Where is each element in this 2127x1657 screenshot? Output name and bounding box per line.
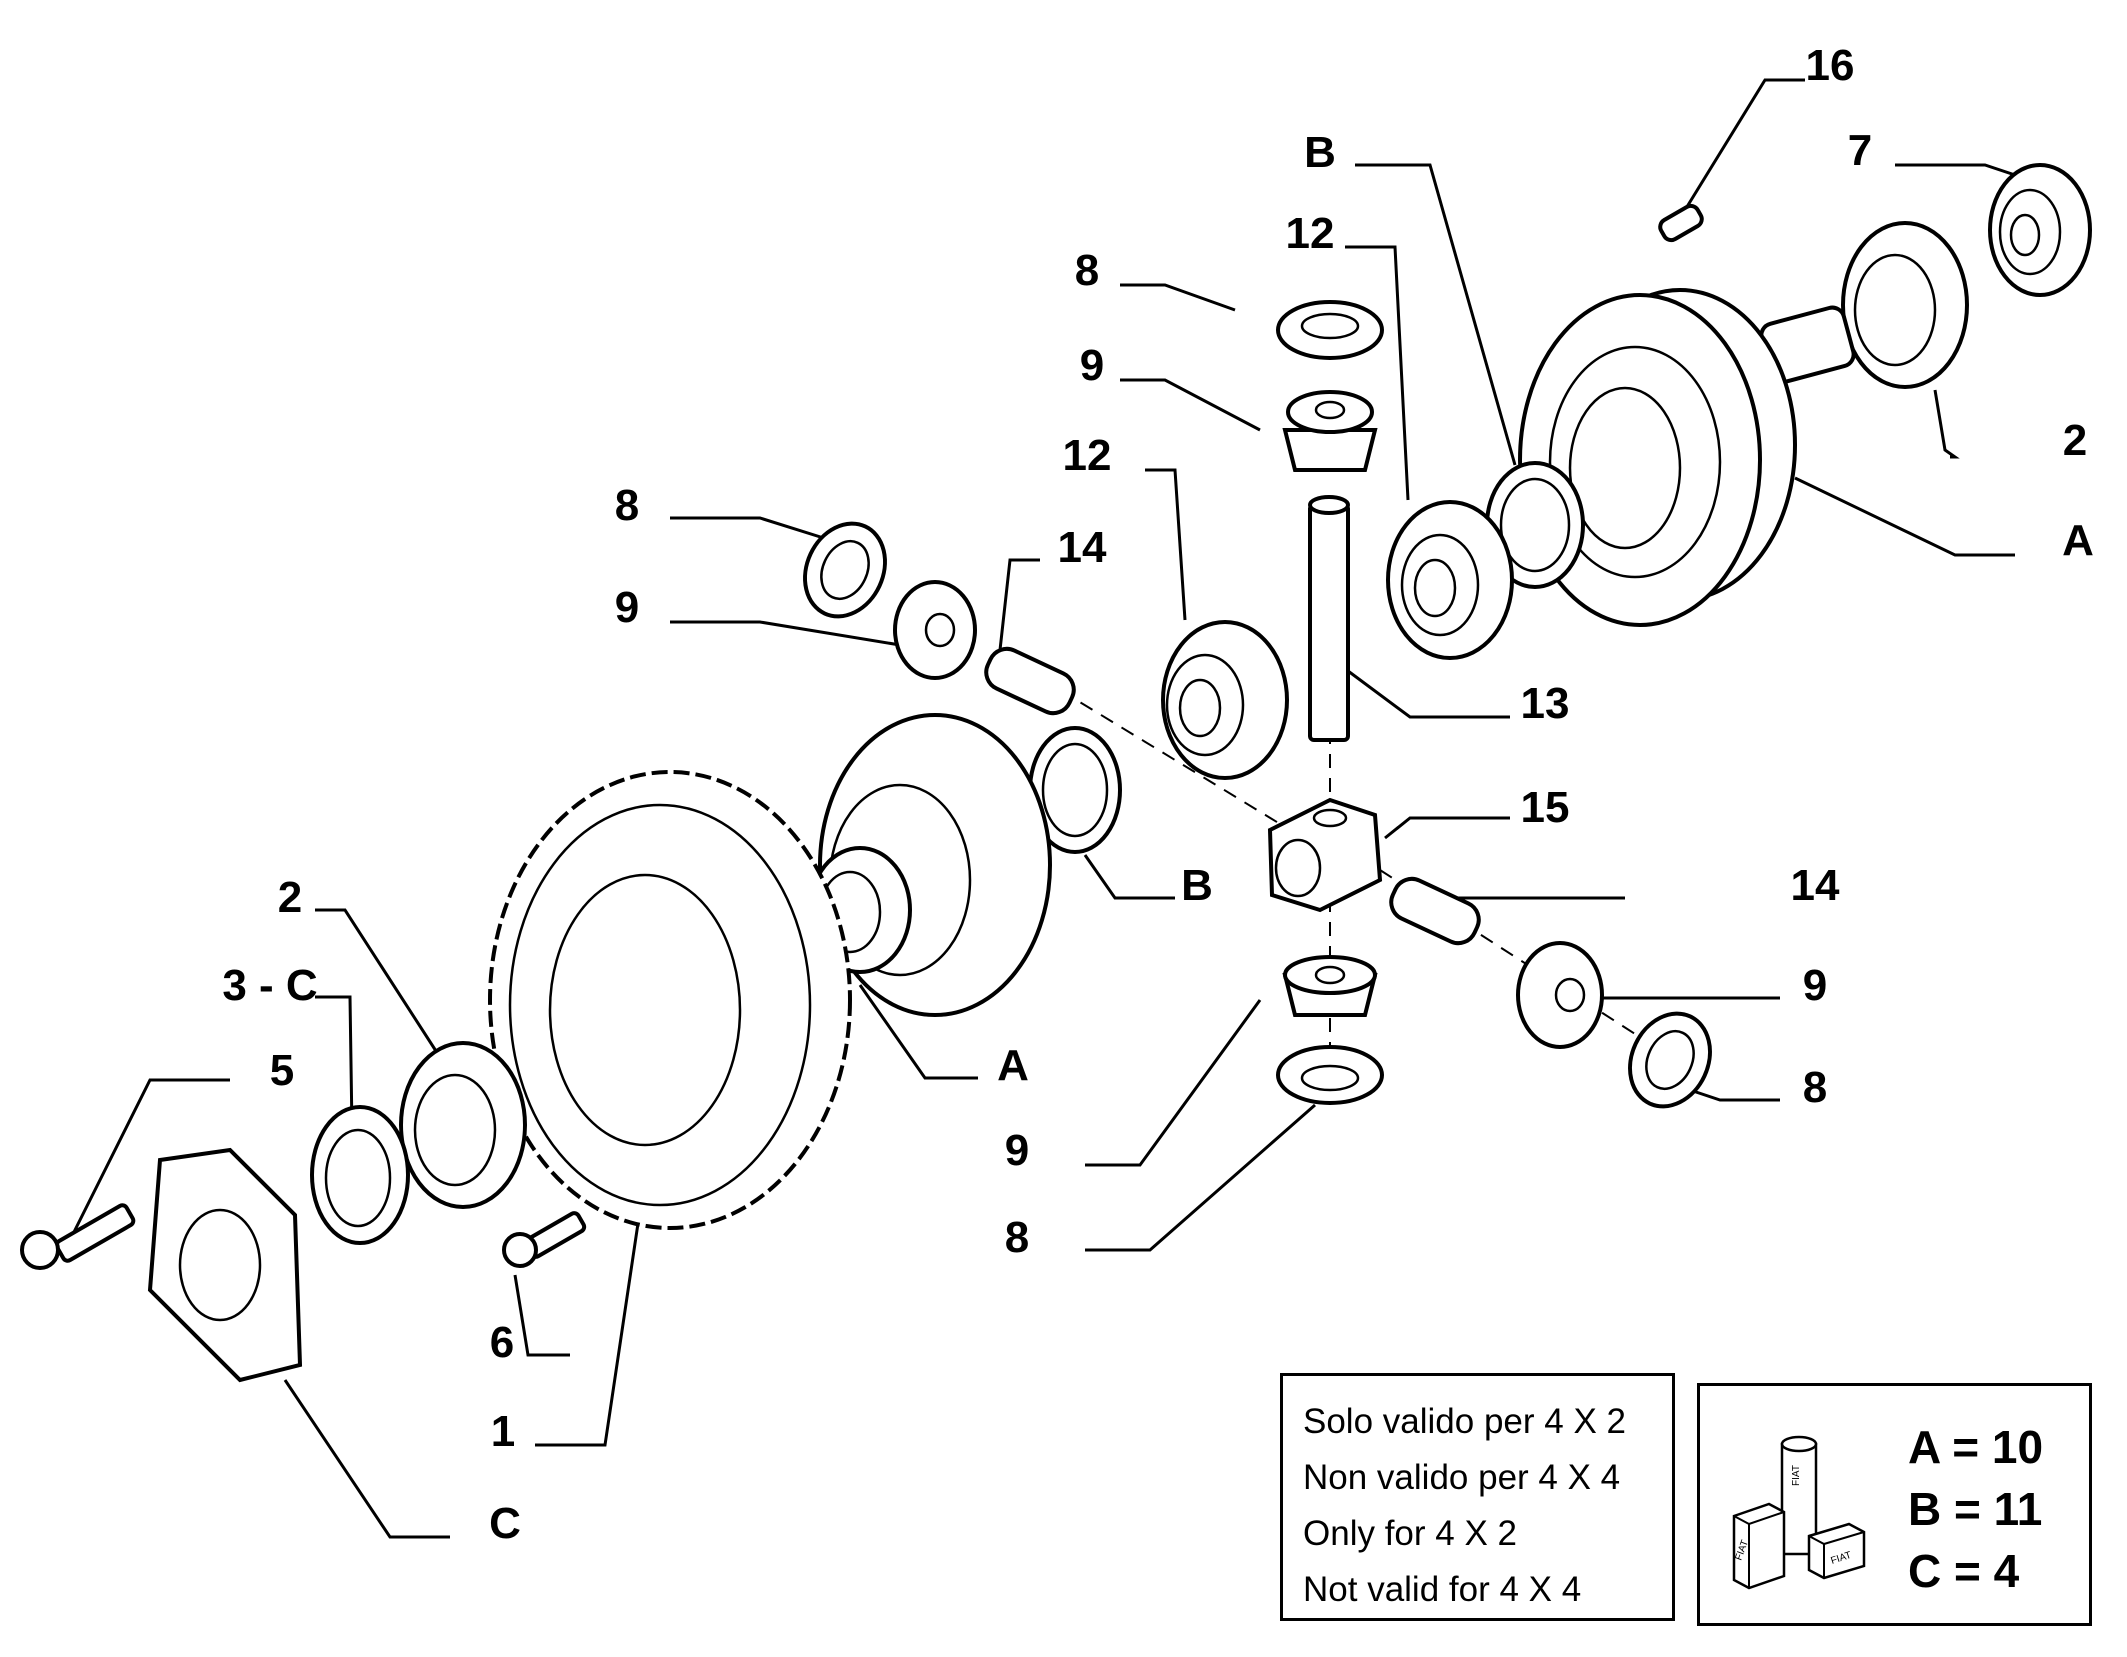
legend-item-A: A = 10 (1908, 1421, 2044, 1473)
side-gear-12-right (1386, 500, 1514, 660)
bolt-6 (502, 1211, 587, 1268)
callout-12-center: 12 (1063, 431, 1112, 480)
pin-14-right (1389, 876, 1481, 946)
differential-case-A-center (808, 713, 1052, 1017)
pinion-gear-9-left (893, 580, 977, 680)
callout-14-left: 14 (1058, 523, 1107, 572)
bearing-2-left (399, 1041, 527, 1209)
callout-A-top: A (2062, 516, 2094, 565)
washer-8-left (803, 521, 887, 619)
ring-gear-1 (488, 770, 852, 1230)
pin-14-left (984, 646, 1076, 716)
seal-3 (310, 1105, 410, 1245)
callout-3-C: 3 - C (222, 961, 317, 1010)
washer-8-top (1276, 300, 1384, 360)
callout-16: 16 (1806, 41, 1855, 90)
callout-1: 1 (491, 1407, 515, 1456)
applicability-note: Solo valido per 4 X 2 Non valido per 4 X… (1280, 1373, 1675, 1621)
note-line-3: Only for 4 X 2 (1303, 1514, 1517, 1553)
seal-ring-7 (1988, 163, 2092, 297)
washer-8-bottom (1276, 1045, 1384, 1105)
callout-15: 15 (1521, 783, 1570, 832)
note-line-4: Not valid for 4 X 4 (1303, 1570, 1582, 1609)
callout-B-top: B (1304, 128, 1336, 177)
callout-13: 13 (1521, 679, 1570, 728)
washer-8-right (1628, 1011, 1712, 1109)
fiat-kit-boxes-icon: FIAT FIAT FIAT (1732, 1435, 1866, 1590)
callout-B-center: B (1181, 861, 1213, 910)
pinion-gear-9-bottom (1282, 955, 1378, 1017)
callout-9-top: 9 (1080, 341, 1104, 390)
note-line-2: Non valido per 4 X 4 (1303, 1458, 1621, 1497)
bearing-2-top (1841, 221, 1969, 389)
callout-7: 7 (1848, 126, 1872, 175)
note-line-1: Solo valido per 4 X 2 (1303, 1402, 1626, 1441)
kit-legend: FIAT FIAT FIAT A = 10 B = 11 C = 4 (1697, 1383, 2092, 1626)
callout-12-top: 12 (1286, 209, 1335, 258)
callout-6: 6 (490, 1318, 514, 1367)
bolt-5 (20, 1203, 136, 1270)
pinion-gear-9-right (1516, 941, 1604, 1049)
legend-item-C: C = 4 (1908, 1545, 2020, 1597)
side-gear-12-center (1161, 620, 1289, 780)
roll-pin-16 (1658, 203, 1704, 243)
callout-8-top: 8 (1075, 246, 1099, 295)
callout-8-left: 8 (615, 481, 639, 530)
callout-8-bottom: 8 (1005, 1213, 1029, 1262)
callout-9-bottom: 9 (1005, 1126, 1029, 1175)
shaft-13 (1308, 495, 1350, 742)
differential-case-A-top (1518, 288, 1856, 627)
callout-C: C (489, 1499, 521, 1548)
thrust-washer-B-center (1028, 726, 1122, 854)
callout-9-left: 9 (615, 583, 639, 632)
callout-A-center: A (997, 1041, 1029, 1090)
spider-block-15 (1267, 797, 1383, 913)
callout-8-right: 8 (1803, 1063, 1827, 1112)
callout-labels: 16 7 2 A B 12 8 9 12 13 8 9 14 B A 15 14… (222, 41, 2094, 1548)
leader-lines (68, 78, 2031, 1539)
legend-item-B: B = 11 (1908, 1483, 2043, 1535)
callout-2-top: 2 (2063, 416, 2087, 465)
callout-5: 5 (270, 1046, 294, 1095)
svg-text:FIAT: FIAT (1791, 1465, 1802, 1486)
cover-plate-C (147, 1147, 303, 1383)
callout-2-left: 2 (278, 873, 302, 922)
callout-9-right: 9 (1803, 961, 1827, 1010)
pinion-gear-9-top (1282, 390, 1378, 472)
callout-14-right: 14 (1791, 861, 1840, 910)
